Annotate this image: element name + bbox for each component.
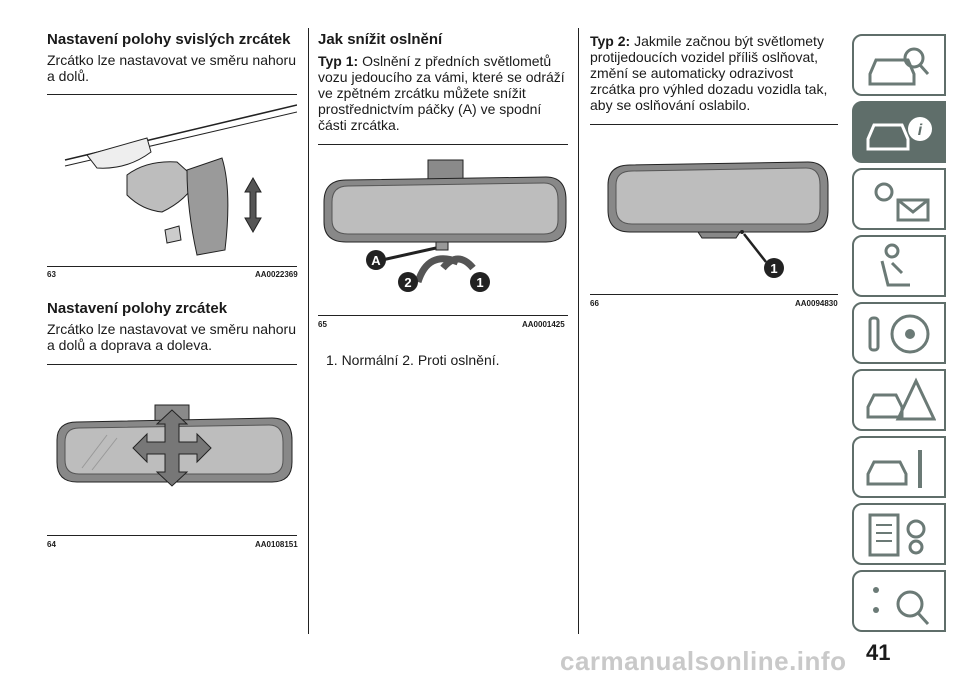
divider	[47, 94, 297, 95]
specs-gear-icon	[868, 513, 926, 557]
figure-66-code: AA0094830	[795, 299, 838, 308]
figure-64-mirror-cross	[56, 404, 293, 487]
label-1: 1	[770, 261, 777, 276]
para-type2: Typ 2: Jakmile začnou být světlomety pro…	[590, 33, 840, 113]
steering-key-icon	[868, 314, 930, 354]
alphabet-index-icon	[873, 587, 930, 626]
tab-car-search[interactable]	[852, 34, 946, 96]
car-search-icon	[868, 47, 930, 86]
tab-car-service[interactable]	[852, 436, 946, 498]
heading-reduce-glare: Jak snížit oslnění	[318, 31, 443, 48]
heading-vertical-mirror: Nastavení polohy svislých zrcátek	[47, 31, 291, 48]
figure-64-code: AA0108151	[255, 540, 298, 549]
figure-65-mirror-lever: A 2 1	[323, 159, 567, 292]
figure-63-mirror-vertical	[64, 104, 297, 256]
page-number: 41	[866, 640, 891, 665]
column-separator	[308, 28, 309, 634]
figure-63-number: 63	[47, 270, 56, 279]
type2-text: Jakmile začnou být světlomety protijedou…	[590, 33, 828, 113]
figure-65-code: AA0001425	[522, 320, 565, 329]
label-2: 2	[404, 275, 411, 290]
type1-label: Typ 1:	[318, 53, 359, 69]
figure-65-number: 65	[318, 320, 327, 329]
divider	[318, 144, 568, 145]
car-service-tools-icon	[866, 450, 922, 488]
svg-text:i: i	[918, 122, 923, 139]
label-1: 1	[476, 275, 483, 290]
para-vertical-mirror: Zrcátko lze nastavovat ve směru nahoru a…	[47, 52, 297, 84]
type2-label: Typ 2:	[590, 33, 631, 49]
type1-text: Oslnění z předních světlometů vozu jedou…	[318, 53, 565, 133]
caption-rule	[47, 535, 297, 536]
column-separator	[578, 28, 579, 634]
divider	[47, 364, 297, 365]
tab-alphabet-index[interactable]	[852, 570, 946, 632]
caption-rule	[318, 315, 568, 316]
legend: 1. Normální 2. Proti oslnění.	[326, 352, 500, 368]
seat-airbag-icon	[880, 243, 910, 287]
tab-specs[interactable]	[852, 503, 946, 565]
tab-seat-airbag[interactable]	[852, 235, 946, 297]
figure-66-auto-dimming-mirror: 1	[607, 161, 829, 278]
tab-warning-lights[interactable]	[852, 168, 946, 230]
figure-64-number: 64	[47, 540, 56, 549]
para-type1: Typ 1: Oslnění z předních světlometů voz…	[318, 53, 573, 133]
caption-rule	[590, 294, 838, 295]
tab-car-warning[interactable]	[852, 369, 946, 431]
divider	[590, 124, 838, 125]
label-a: A	[371, 253, 381, 268]
figure-63-code: AA0022369	[255, 270, 298, 279]
heading-mirror-position: Nastavení polohy zrcátek	[47, 300, 228, 317]
warning-lights-message-icon	[874, 182, 930, 222]
tab-car-info[interactable]: i	[852, 101, 946, 163]
caption-rule	[47, 266, 297, 267]
watermark: carmanualsonline.info	[560, 646, 847, 676]
figure-66-number: 66	[590, 299, 599, 308]
para-mirror-position: Zrcátko lze nastavovat ve směru nahoru a…	[47, 321, 297, 353]
car-warning-triangle-icon	[866, 377, 936, 421]
car-info-icon: i	[866, 117, 932, 151]
tab-steering-key[interactable]	[852, 302, 946, 364]
